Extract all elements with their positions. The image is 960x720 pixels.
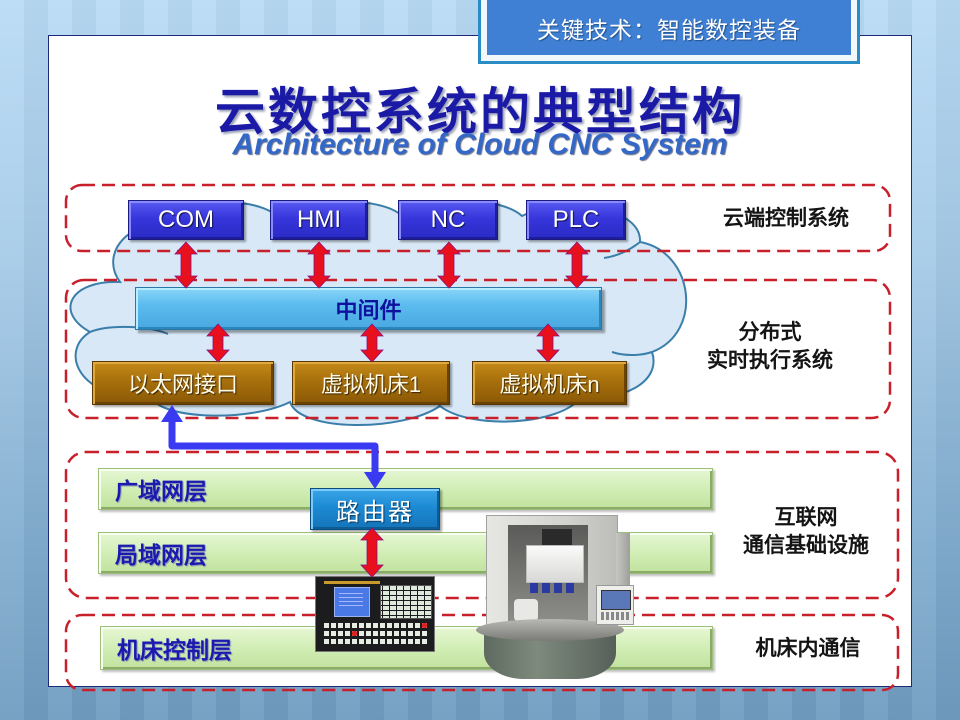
label-in-machine-communication: 机床内通信 (718, 634, 898, 662)
cloud-inner-arc (89, 325, 169, 335)
node-label: 虚拟机床1 (320, 372, 422, 397)
module-label: COM (158, 206, 214, 233)
machine-control-pendant (596, 585, 634, 625)
cnc-control-panel-image (315, 576, 435, 652)
panel-keypad (380, 585, 432, 619)
lan-layer-label: 局域网层 (115, 542, 207, 568)
label-line: 云端控制系统 (723, 205, 849, 230)
middleware-label: 中间件 (335, 297, 402, 323)
machine-head (542, 529, 572, 545)
label-distributed-execution-system: 分布式 实时执行系统 (680, 318, 860, 374)
node-virtual-machine-n: 虚拟机床n (472, 361, 627, 405)
module-hmi: HMI (270, 200, 368, 240)
machine-spindle (526, 545, 584, 583)
cnc-machine-tool-image (476, 515, 634, 685)
section-badge-text: 关键技术：智能数控装备 (487, 0, 851, 55)
node-label: 虚拟机床n (499, 372, 600, 397)
cloud-inner-arc (611, 351, 653, 356)
section-badge: 关键技术：智能数控装备 (478, 0, 860, 64)
label-line: 分布式 (738, 319, 802, 344)
panel-strip (324, 581, 380, 584)
wan-layer-label: 广域网层 (115, 478, 207, 504)
module-nc: NC (398, 200, 498, 240)
machine-frame (64, 613, 900, 692)
machine-turntable (476, 619, 624, 641)
panel-red-key (352, 631, 357, 636)
module-label: PLC (552, 206, 600, 233)
label-line: 通信基础设施 (743, 532, 869, 557)
machine-tools (530, 583, 574, 593)
node-label: 以太网接口 (127, 372, 238, 397)
panel-screen (334, 587, 370, 617)
distributed-frame (64, 278, 892, 420)
machine-control-layer-label: 机床控制层 (117, 637, 232, 663)
page-title: 云数控系统的典型结构 (215, 84, 745, 140)
router-box: 路由器 (310, 488, 440, 530)
module-plc: PLC (526, 200, 626, 240)
module-label: NC (430, 206, 466, 233)
node-virtual-machine-1: 虚拟机床1 (292, 361, 450, 405)
module-com: COM (128, 200, 244, 240)
panel-red-key (422, 623, 427, 628)
router-label: 路由器 (336, 498, 414, 526)
machine-fixture (514, 599, 538, 621)
label-cloud-control-system: 云端控制系统 (696, 204, 876, 232)
node-ethernet-interface: 以太网接口 (92, 361, 274, 405)
cloud-control-frame (64, 183, 892, 253)
label-line: 互联网 (774, 504, 838, 529)
module-label: HMI (297, 206, 341, 233)
page-subtitle: Architecture of Cloud CNC System (232, 128, 728, 161)
panel-function-keys (324, 623, 428, 647)
label-internet-infrastructure: 互联网 通信基础设施 (716, 503, 896, 559)
label-line: 实时执行系统 (707, 347, 833, 372)
middleware-bar: 中间件 (135, 287, 602, 330)
label-line: 机床内通信 (755, 635, 861, 660)
